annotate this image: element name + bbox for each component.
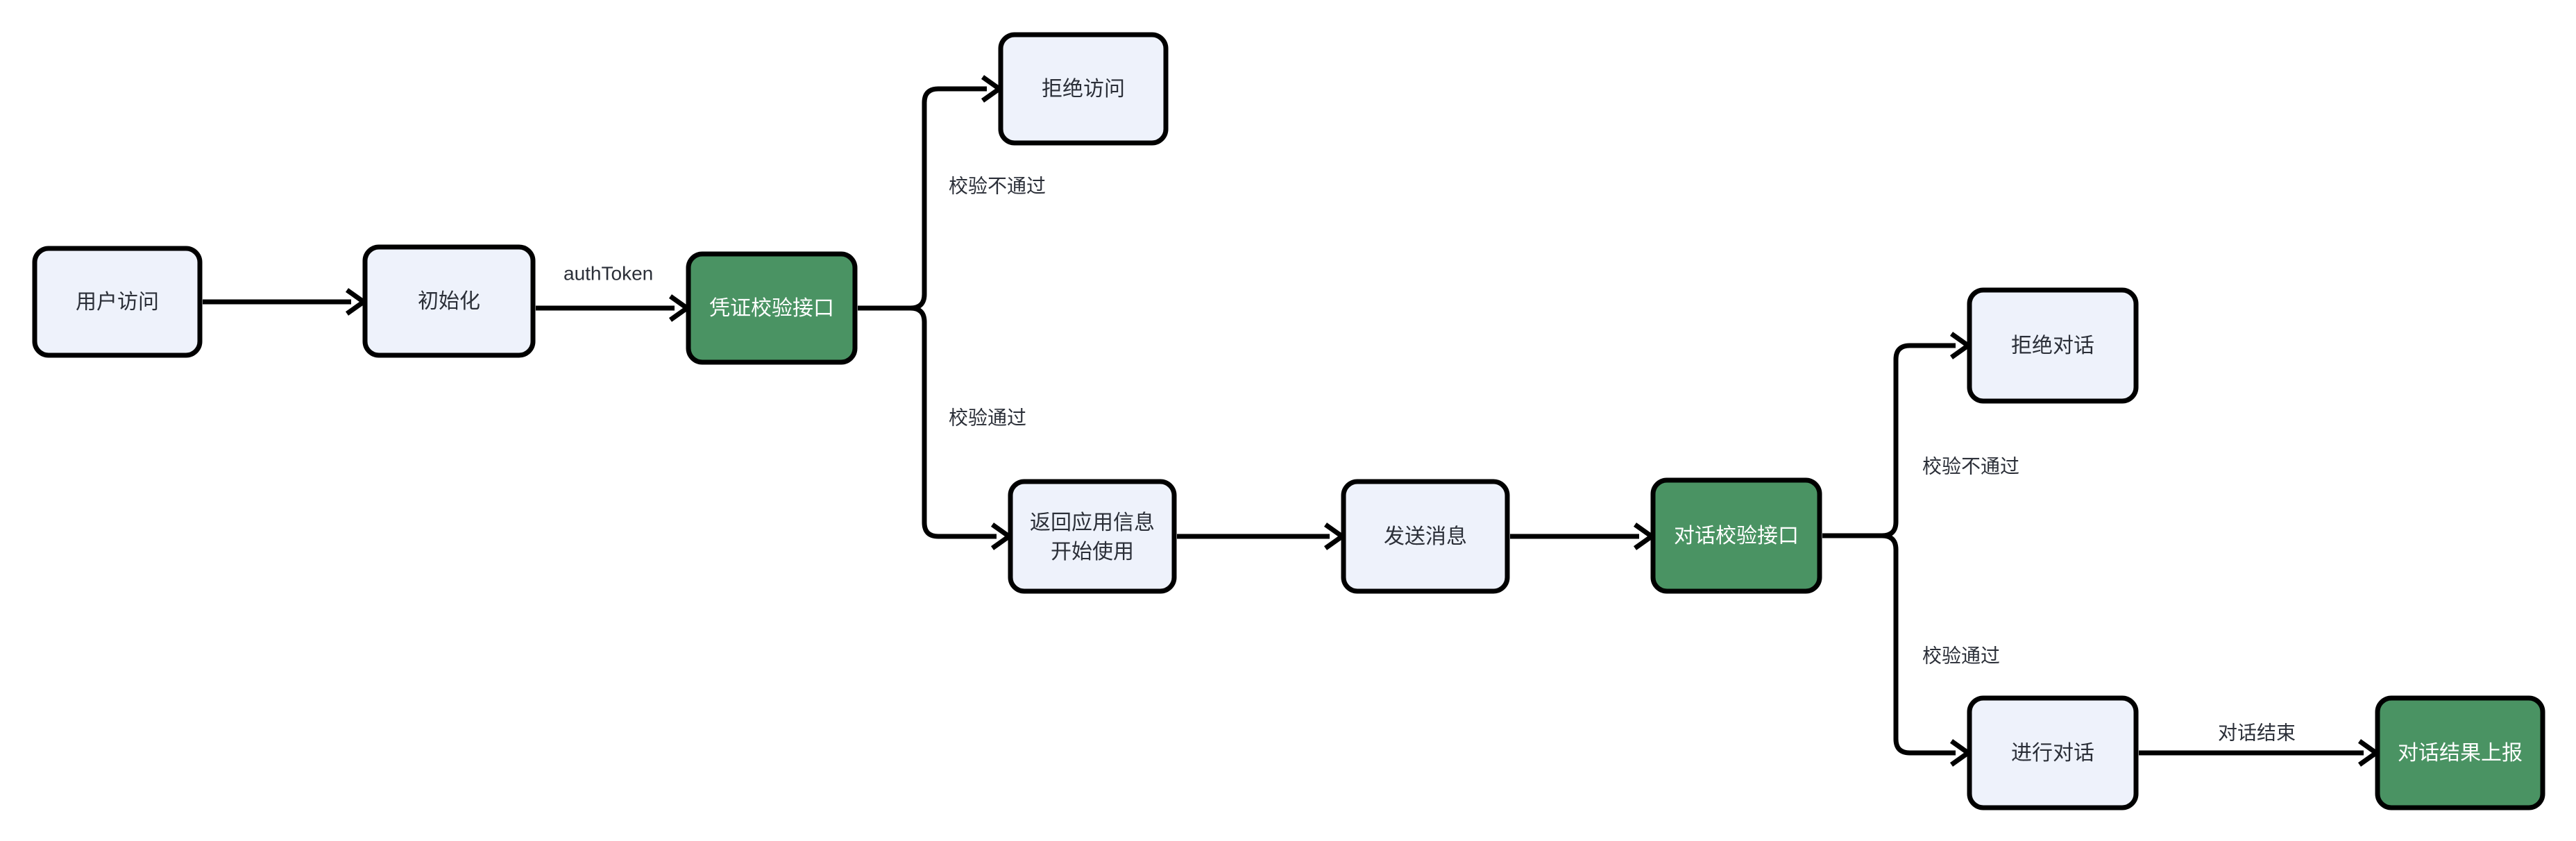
- edge-label-dialog-fail: 校验不通过: [1922, 455, 2019, 477]
- node-reject-dialog[interactable]: 拒绝对话: [1967, 287, 2139, 404]
- node-dialog-verify[interactable]: 对话校验接口: [1650, 477, 1822, 594]
- node-credential-verify-shape[interactable]: [686, 251, 858, 365]
- edge-send-message-to-dialog-verify[interactable]: [1510, 523, 1656, 550]
- edge-return-app-info-to-send-message[interactable]: [1177, 523, 1347, 550]
- node-user-access[interactable]: 用户访问: [32, 246, 203, 358]
- node-credential-verify-label: 凭证校验接口: [709, 297, 834, 320]
- edge-label-credential-fail: 校验不通过: [949, 175, 1046, 196]
- edge-label-auth-token: authToken: [564, 262, 653, 284]
- node-deny-access-shape[interactable]: [998, 32, 1169, 146]
- node-deny-access[interactable]: 拒绝访问: [998, 32, 1169, 146]
- edge-label-dialog-pass: 校验通过: [1922, 645, 2000, 666]
- node-user-access-shape[interactable]: [32, 246, 203, 358]
- node-dialog-verify-label: 对话校验接口: [1674, 525, 1799, 547]
- node-conduct-dialog-shape[interactable]: [1967, 695, 2139, 810]
- edge-initialize-to-credential-verify[interactable]: authToken: [536, 262, 692, 322]
- node-return-app-info[interactable]: 返回应用信息 开始使用: [1008, 479, 1177, 594]
- edge-dialog-verify-to-conduct-dialog[interactable]: 校验通过: [1822, 533, 2000, 767]
- node-send-message-shape[interactable]: [1341, 479, 1510, 594]
- node-deny-access-label: 拒绝访问: [1042, 78, 1125, 101]
- node-return-app-info-label-line2: 开始使用: [1051, 541, 1134, 563]
- edge-credential-verify-to-return-app-info[interactable]: 校验通过: [858, 305, 1026, 550]
- node-initialize-shape[interactable]: [362, 244, 536, 358]
- node-conduct-dialog[interactable]: 进行对话: [1967, 695, 2139, 810]
- node-credential-verify[interactable]: 凭证校验接口: [686, 251, 858, 365]
- node-dialog-verify-shape[interactable]: [1650, 477, 1822, 594]
- node-send-message-label: 发送消息: [1384, 525, 1467, 548]
- node-report-result-label: 对话结果上报: [2398, 742, 2523, 765]
- node-user-access-label: 用户访问: [76, 291, 159, 314]
- node-initialize[interactable]: 初始化: [362, 244, 536, 358]
- node-conduct-dialog-label: 进行对话: [2011, 742, 2094, 765]
- node-return-app-info-shape[interactable]: [1008, 479, 1177, 594]
- node-reject-dialog-shape[interactable]: [1967, 287, 2139, 404]
- edge-layer: authToken 校验不通过 校验通过: [203, 75, 2381, 767]
- node-return-app-info-label-line1: 返回应用信息: [1030, 511, 1155, 534]
- node-reject-dialog-label: 拒绝对话: [2011, 334, 2094, 357]
- node-report-result[interactable]: 对话结果上报: [2375, 695, 2545, 810]
- edge-user-access-to-initialize[interactable]: [203, 288, 368, 316]
- edge-conduct-dialog-to-report-result[interactable]: 对话结束: [2139, 722, 2381, 767]
- node-send-message[interactable]: 发送消息: [1341, 479, 1510, 594]
- node-layer: 用户访问 初始化 凭证校验接口 拒绝访问 返回应用信息 开始使用: [32, 32, 2545, 810]
- node-report-result-shape[interactable]: [2375, 695, 2545, 810]
- node-initialize-label: 初始化: [418, 290, 480, 313]
- edge-label-credential-pass: 校验通过: [949, 407, 1026, 428]
- edge-label-dialog-end: 对话结束: [2218, 722, 2296, 743]
